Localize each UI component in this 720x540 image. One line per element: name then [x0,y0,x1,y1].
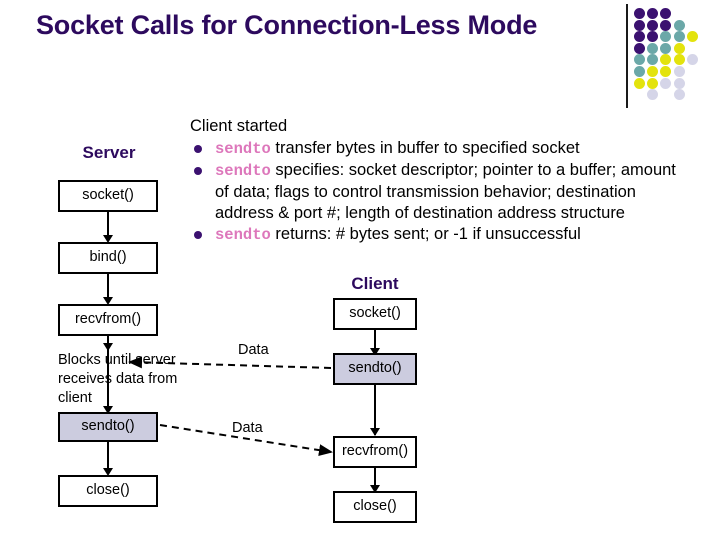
data-label-top: Data [238,342,269,358]
client-arrowhead-2 [370,428,380,436]
server-node-bind[interactable]: bind() [58,242,158,274]
decorative-dot [673,19,685,31]
link-client-to-server [128,356,332,369]
decorative-dot [634,54,645,66]
decorative-dot [634,8,645,19]
server-edge-3 [107,336,109,412]
server-node-close[interactable]: close() [58,475,158,507]
decorative-dot [660,77,672,89]
body-text-block: Client started sendto transfer bytes in … [190,116,690,246]
server-column-title: Server [82,143,136,162]
server-edge-2 [107,274,109,300]
decorative-dot [673,77,685,89]
server-arrowhead-4 [103,468,113,476]
server-arrowhead-3 [103,343,113,351]
decorative-dot [634,42,645,54]
client-arrowhead-3 [370,485,380,493]
bullet-text: transfer bytes in buffer to specified so… [270,139,580,157]
decorative-dot [647,54,659,66]
client-node-close[interactable]: close() [333,491,417,523]
decorative-dot [660,8,672,19]
client-node-recvfrom[interactable]: recvfrom() [333,436,417,468]
bullet-list: sendto transfer bytes in buffer to speci… [190,138,690,246]
decorative-dot [647,77,659,89]
data-label-bottom: Data [232,420,263,436]
bullet-text: specifies: socket descriptor; pointer to… [215,161,676,222]
bullet-icon [194,231,202,239]
decorative-dot [660,19,672,31]
list-item: sendto returns: # bytes sent; or -1 if u… [190,224,690,246]
client-edge-3 [374,468,376,490]
lead-line: Client started [190,117,288,135]
decorative-dot [660,54,672,66]
decorative-dot [673,66,685,77]
server-arrowhead-2 [103,297,113,305]
client-edge-1 [374,330,376,352]
client-column-title: Client [351,274,399,293]
decorative-vertical-rule [626,4,628,108]
decorative-dot [634,77,645,89]
server-arrowhead-3b [103,406,113,414]
decorative-dot [647,89,659,101]
code-token: sendto [215,226,271,244]
code-token: sendto [215,140,271,158]
decorative-dot [647,42,659,54]
decorative-dot [634,66,645,77]
decorative-dot [634,31,645,43]
server-node-recvfrom[interactable]: recvfrom() [58,304,158,336]
page-title: Socket Calls for Connection-Less Mode [36,10,538,40]
decorative-dot [647,19,659,31]
bullet-icon [194,145,202,153]
client-node-socket[interactable]: socket() [333,298,417,330]
link-server-to-client [159,424,333,457]
server-edge-1 [107,212,109,238]
client-arrowhead-1 [370,348,380,356]
decorative-dot [686,54,698,66]
decorative-dot [673,54,685,66]
decorative-dot [673,31,685,43]
decorative-dot [660,66,672,77]
server-node-socket[interactable]: socket() [58,180,158,212]
code-token: sendto [215,162,271,180]
decorative-dot [686,31,698,43]
decorative-dot [660,31,672,43]
decorative-dot [647,31,659,43]
decorative-dot [673,89,685,101]
client-edge-2 [374,385,376,435]
list-item: sendto transfer bytes in buffer to speci… [190,138,690,160]
decorative-dot [647,8,659,19]
dot-grid-decoration [634,8,720,101]
decorative-dot [660,42,672,54]
list-item: sendto specifies: socket descriptor; poi… [190,160,690,224]
server-blocking-note: Blocks until server receives data from c… [58,352,178,406]
decorative-dot [673,42,685,54]
decorative-dot [647,66,659,77]
server-node-sendto[interactable]: sendto() [58,412,158,442]
decorative-dot [634,19,645,31]
bullet-icon [194,167,202,175]
bullet-text: returns: # bytes sent; or -1 if unsucces… [270,225,581,243]
client-node-sendto[interactable]: sendto() [333,353,417,385]
server-edge-4 [107,442,109,472]
server-arrowhead-1 [103,235,113,243]
